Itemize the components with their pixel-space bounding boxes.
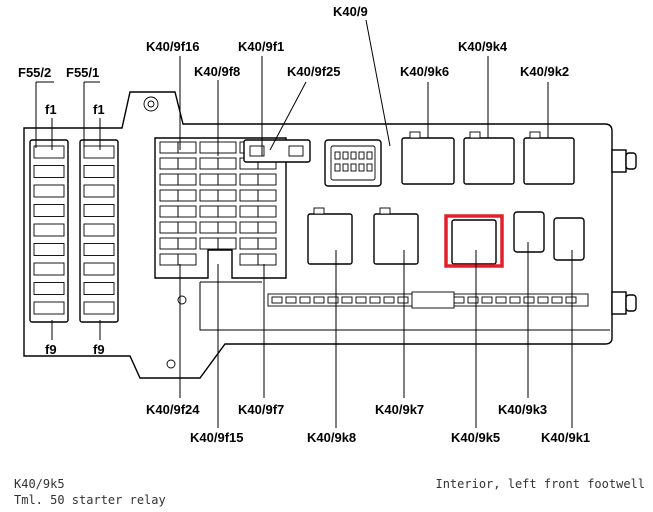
relay-k40-9k1 xyxy=(553,217,585,261)
label-k40-9k2: K40/9k2 xyxy=(520,64,569,79)
strip-contact xyxy=(299,296,311,304)
fuse-slot xyxy=(83,301,115,315)
fuse-slot xyxy=(83,223,115,237)
fuse-slot xyxy=(83,262,115,276)
fuse-k40-9f25 xyxy=(243,139,311,163)
connector-pin xyxy=(350,151,357,160)
fuse-slot xyxy=(33,165,65,178)
strip-contact xyxy=(551,296,563,304)
fuse-slot xyxy=(33,184,65,198)
strip-contact xyxy=(565,296,577,304)
connector-pin xyxy=(358,163,365,172)
leader-lines xyxy=(35,19,573,428)
screw-hole xyxy=(166,359,176,369)
side-connector-bottom xyxy=(611,291,637,315)
strip-center-block xyxy=(411,291,455,309)
connector-pin xyxy=(342,151,349,160)
label-f1-left: f1 xyxy=(45,102,57,117)
strip-contact xyxy=(397,296,409,304)
relay-k40-9k5 xyxy=(451,219,497,265)
strip-contact xyxy=(453,296,465,304)
relay-k40-9k6 xyxy=(401,131,455,185)
connector-pin xyxy=(334,163,341,172)
connector-k40-9 xyxy=(324,139,382,187)
diagram-labels: K40/9 K40/9f16 K40/9f1 K40/9f8 K40/9f25 … xyxy=(18,4,590,445)
label-k40-9k8: K40/9k8 xyxy=(307,430,356,445)
connector-pin xyxy=(366,163,373,172)
connector-pin xyxy=(350,163,357,172)
relay-k40-9k4 xyxy=(463,131,515,185)
strip-contact xyxy=(313,296,325,304)
strip-contact xyxy=(467,296,479,304)
strip-contact xyxy=(537,296,549,304)
strip-contact xyxy=(495,296,507,304)
label-k40-9k6: K40/9k6 xyxy=(400,64,449,79)
strip-contact xyxy=(341,296,353,304)
fuse-slot xyxy=(83,204,115,217)
strip-contact xyxy=(383,296,395,304)
connector-pin xyxy=(358,151,365,160)
caption-description: Tml. 50 starter relay xyxy=(14,493,166,507)
fuse-slot xyxy=(33,223,65,237)
relay-k40-9k3 xyxy=(513,211,545,253)
fuse-rail-f55-1 xyxy=(79,139,119,323)
fuse-slot xyxy=(83,165,115,178)
label-k40-9k3: K40/9k3 xyxy=(498,402,547,417)
strip-contact xyxy=(369,296,381,304)
screw-hole xyxy=(177,295,187,305)
label-k40-9k7: K40/9k7 xyxy=(375,402,424,417)
connector-pins xyxy=(334,151,373,172)
connector-pin xyxy=(334,151,341,160)
caption-component-id: K40/9k5 xyxy=(14,477,65,491)
label-f1-right: f1 xyxy=(93,102,105,117)
label-k40-9f1: K40/9f1 xyxy=(238,39,284,54)
fuse-slot xyxy=(33,145,65,159)
label-k40-9f16: K40/9f16 xyxy=(146,39,199,54)
label-k40-9f24: K40/9f24 xyxy=(146,402,200,417)
highlight-box-k40-9k5 xyxy=(444,214,504,268)
fuse-slot xyxy=(33,262,65,276)
fuse-slot xyxy=(83,282,115,295)
fuse-slot xyxy=(33,301,65,315)
label-k40-9k5: K40/9k5 xyxy=(451,430,500,445)
label-k40-9k4: K40/9k4 xyxy=(458,39,508,54)
relay-k40-9k8 xyxy=(307,207,353,265)
fuse-slot xyxy=(83,243,115,256)
strip-contact xyxy=(327,296,339,304)
label-k40-9: K40/9 xyxy=(333,4,368,19)
strip-contact xyxy=(523,296,535,304)
strip-contact xyxy=(509,296,521,304)
label-f9-left: f9 xyxy=(45,342,57,357)
label-k40-9k1: K40/9k1 xyxy=(541,430,590,445)
fuse-slot xyxy=(33,243,65,256)
label-k40-9f25: K40/9f25 xyxy=(287,64,340,79)
label-f55-1: F55/1 xyxy=(66,65,99,80)
strip-contact xyxy=(481,296,493,304)
mini-fuse-array xyxy=(159,141,277,266)
connector-pin xyxy=(366,151,373,160)
fuse-slot xyxy=(33,282,65,295)
fuse-slot xyxy=(33,204,65,217)
label-f55-2: F55/2 xyxy=(18,65,51,80)
strip-contact xyxy=(355,296,367,304)
label-k40-9f8: K40/9f8 xyxy=(194,64,240,79)
fuse-slot xyxy=(83,145,115,159)
fuse-rail-f55-2 xyxy=(29,139,69,323)
connector-strip xyxy=(267,291,589,309)
relay-k40-9k7 xyxy=(373,207,419,265)
label-k40-9f7: K40/9f7 xyxy=(238,402,284,417)
caption-location: Interior, left front footwell xyxy=(435,477,645,491)
label-k40-9f15: K40/9f15 xyxy=(190,430,243,445)
caption: K40/9k5 Tml. 50 starter relay Interior, … xyxy=(14,477,645,507)
strip-contact xyxy=(271,296,283,304)
strip-contact xyxy=(285,296,297,304)
fuse-slot xyxy=(83,184,115,198)
relay-k40-9k2 xyxy=(523,131,575,185)
connector-pin xyxy=(342,163,349,172)
label-f9-right: f9 xyxy=(93,342,105,357)
side-connector-top xyxy=(611,149,637,173)
